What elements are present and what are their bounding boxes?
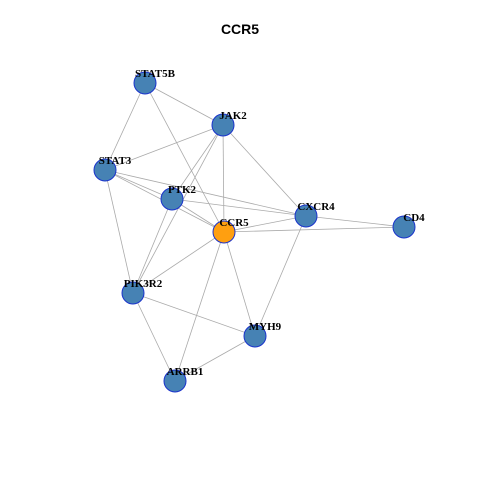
node-circle-stat3[interactable] [93,158,117,182]
node-label-stat5b: STAT5B [135,68,176,80]
node-label-cd4: CD4 [403,212,425,224]
edge-stat5b-stat3 [104,82,146,171]
node-ptk2[interactable]: PTK2 [160,184,197,211]
edge-ccr5-cxcr4 [223,215,307,233]
edge-jak2-stat3 [104,124,224,171]
edge-ptk2-cxcr4 [171,198,307,217]
node-pik3r2[interactable]: PIK3R2 [121,278,163,305]
node-ccr5[interactable]: CCR5 [212,217,249,244]
node-arrb1[interactable]: ARRB1 [163,366,204,393]
node-label-stat3: STAT3 [99,155,132,167]
edge-jak2-pik3r2 [132,124,224,294]
node-cxcr4[interactable]: CXCR4 [294,201,335,228]
edge-stat5b-jak2 [144,82,224,126]
edge-myh9-arrb1 [174,335,256,382]
node-circle-pik3r2[interactable] [121,281,145,305]
node-label-pik3r2: PIK3R2 [124,278,163,290]
edge-cxcr4-cd4 [305,215,405,228]
node-label-cxcr4: CXCR4 [297,201,335,213]
node-label-myh9: MYH9 [249,321,282,333]
edge-jak2-ptk2 [171,124,224,200]
node-cd4[interactable]: CD4 [392,212,425,239]
node-circle-ptk2[interactable] [160,187,184,211]
node-label-arrb1: ARRB1 [167,366,204,378]
node-circle-cd4[interactable] [392,215,416,239]
edge-stat3-pik3r2 [104,169,134,294]
edge-cxcr4-myh9 [254,215,307,337]
node-stat3[interactable]: STAT3 [93,155,132,182]
edge-stat3-ptk2 [104,169,173,200]
edge-stat5b-ccr5 [144,82,225,233]
edge-jak2-ccr5 [222,124,225,233]
edge-ccr5-myh9 [223,231,256,337]
node-label-ptk2: PTK2 [168,184,197,196]
edge-jak2-cxcr4 [222,124,307,217]
node-circle-ccr5[interactable] [212,220,236,244]
node-label-ccr5: CCR5 [219,217,249,229]
edge-pik3r2-arrb1 [132,292,176,382]
node-circle-arrb1[interactable] [163,369,187,393]
node-circle-myh9[interactable] [243,324,267,348]
edge-ccr5-cd4 [223,226,405,233]
graph-title: CCR5 [220,21,260,37]
edge-stat3-cxcr4 [104,169,307,217]
node-jak2[interactable]: JAK2 [211,110,247,137]
node-label-jak2: JAK2 [219,110,247,122]
node-stat5b[interactable]: STAT5B [133,68,176,95]
node-circle-cxcr4[interactable] [294,204,318,228]
edge-ccr5-arrb1 [174,231,225,382]
node-myh9[interactable]: MYH9 [243,321,282,348]
edge-ptk2-pik3r2 [132,198,173,294]
edge-ccr5-pik3r2 [132,231,225,294]
node-circle-jak2[interactable] [211,113,235,137]
node-circle-stat5b[interactable] [133,71,157,95]
edge-pik3r2-myh9 [132,292,256,337]
